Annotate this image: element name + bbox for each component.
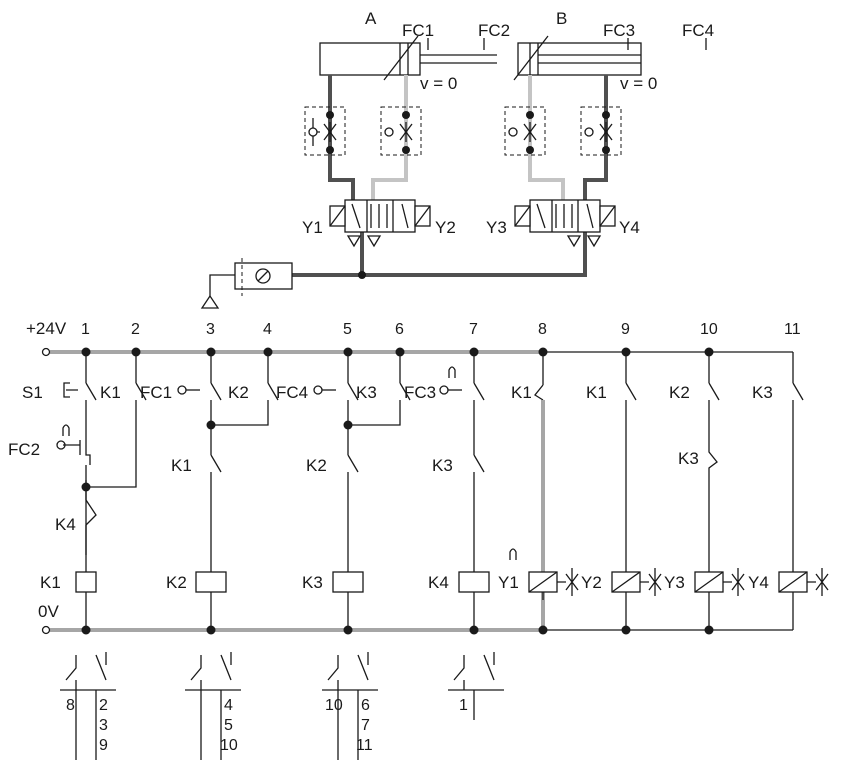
column-8: 8 (538, 321, 547, 338)
column-4: 4 (263, 321, 272, 338)
coil-k1: K1 (40, 573, 61, 592)
k1-table-no-1: 2 (99, 697, 108, 714)
k3-contact-col6: K3 (356, 383, 377, 402)
k1-table-nc: 8 (66, 697, 75, 714)
y4-valve-label: Y4 (619, 218, 640, 237)
fc3-contact: FC3 (404, 383, 436, 402)
cylinder-b-label: B (556, 9, 567, 28)
plus-24v-label: +24V (26, 319, 67, 338)
coil-y2: Y2 (581, 573, 602, 592)
labels: A B FC1 FC2 FC3 FC4 v = 0 v = 0 Y1 Y2 Y3… (8, 9, 801, 754)
y1-valve-label: Y1 (302, 218, 323, 237)
fc3-label: FC3 (603, 21, 635, 40)
k2-table-no-2: 5 (224, 717, 233, 734)
coil-y4: Y4 (748, 573, 769, 592)
coil-k4: K4 (428, 573, 449, 592)
flow-control-a2 (380, 106, 422, 156)
k4-table-no-1: 1 (459, 697, 468, 714)
coil-k3: K3 (302, 573, 323, 592)
pneumatic-circuit (200, 35, 707, 309)
fc4-contact: FC4 (276, 383, 308, 402)
v-zero-b: v = 0 (620, 74, 657, 93)
coil-y3: Y3 (664, 573, 685, 592)
column-11: 11 (784, 321, 801, 338)
flow-control-a1 (304, 106, 346, 156)
cylinder-a (319, 35, 497, 81)
flow-control-b1 (504, 106, 546, 156)
coil-k2: K2 (166, 573, 187, 592)
k3-table-nc: 10 (325, 697, 343, 714)
column-1: 1 (81, 321, 90, 338)
s1-label: S1 (22, 383, 43, 402)
column-2: 2 (131, 321, 140, 338)
relay-tables (60, 652, 504, 760)
fc2-label: FC2 (478, 21, 510, 40)
column-3: 3 (206, 321, 215, 338)
y2-valve-label: Y2 (435, 218, 456, 237)
k3-table-no-1: 6 (361, 697, 370, 714)
k2-contact-col5: K2 (306, 456, 327, 475)
coil-y1: Y1 (498, 573, 519, 592)
k2-contact-col4: K2 (228, 383, 249, 402)
column-6: 6 (395, 321, 404, 338)
k4-contact-col1: K4 (55, 515, 76, 534)
cylinder-b (513, 35, 707, 81)
k3-contact-col7: K3 (432, 456, 453, 475)
flow-control-b2 (580, 106, 622, 156)
fc2-contact: FC2 (8, 440, 40, 459)
k3-contact-col10: K3 (678, 449, 699, 468)
k1-contact-col2: K1 (100, 383, 121, 402)
k1-contact-col3: K1 (171, 456, 192, 475)
k1-table-no-3: 9 (99, 737, 108, 754)
valve-b (514, 199, 616, 248)
column-9: 9 (621, 321, 630, 338)
y3-valve-label: Y3 (486, 218, 507, 237)
k1-contact-col8: K1 (511, 383, 532, 402)
electrical-circuit (41, 347, 829, 760)
fc1-contact: FC1 (140, 383, 172, 402)
solenoid-coils (528, 568, 829, 630)
zero-v-label: 0V (38, 602, 59, 621)
fc4-label: FC4 (682, 21, 714, 40)
column-7: 7 (469, 321, 478, 338)
column-10: 10 (700, 321, 718, 338)
k3-table-no-2: 7 (361, 717, 370, 734)
column-5: 5 (343, 321, 352, 338)
k1-contact-col9: K1 (586, 383, 607, 402)
valve-a (329, 199, 431, 248)
k2-table-no-1: 4 (224, 697, 233, 714)
fc1-label: FC1 (402, 21, 434, 40)
k3-table-no-3: 11 (356, 737, 373, 754)
k2-contact-col10: K2 (669, 383, 690, 402)
cylinder-a-label: A (365, 9, 377, 28)
v-zero-a: v = 0 (420, 74, 457, 93)
k3-contact-col11: K3 (752, 383, 773, 402)
k1-table-no-2: 3 (99, 717, 108, 734)
k2-table-no-3: 10 (220, 737, 238, 754)
air-service-unit (234, 258, 293, 296)
